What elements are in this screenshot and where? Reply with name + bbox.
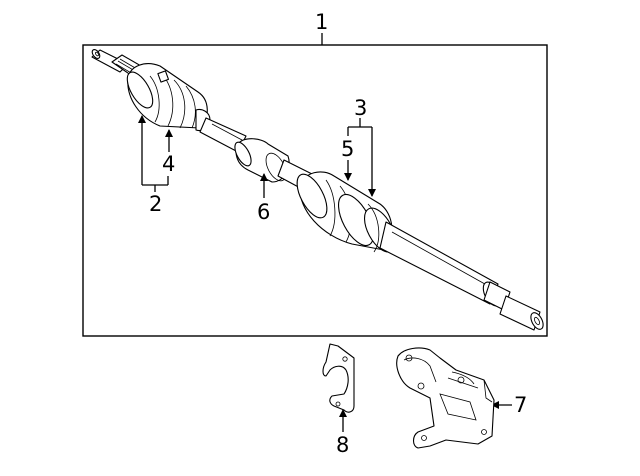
callout-3: 3 xyxy=(354,96,367,120)
callout-4: 4 xyxy=(162,152,175,176)
callout-7: 7 xyxy=(514,393,527,417)
part-8-shield xyxy=(322,343,355,413)
inner-cv-joint xyxy=(296,171,397,253)
leader-3 xyxy=(347,118,376,197)
callout-5: 5 xyxy=(341,137,354,161)
cv-axle-shaft xyxy=(91,49,544,331)
outer-cv-joint xyxy=(126,63,211,132)
assembly-frame xyxy=(82,44,548,337)
callout-2: 2 xyxy=(149,192,162,216)
leader-2 xyxy=(138,115,169,192)
callout-6: 6 xyxy=(257,200,270,224)
inner-stub-shaft xyxy=(482,281,544,331)
callout-8: 8 xyxy=(336,433,349,457)
callout-1: 1 xyxy=(315,10,328,34)
part-7-bracket xyxy=(396,347,495,449)
